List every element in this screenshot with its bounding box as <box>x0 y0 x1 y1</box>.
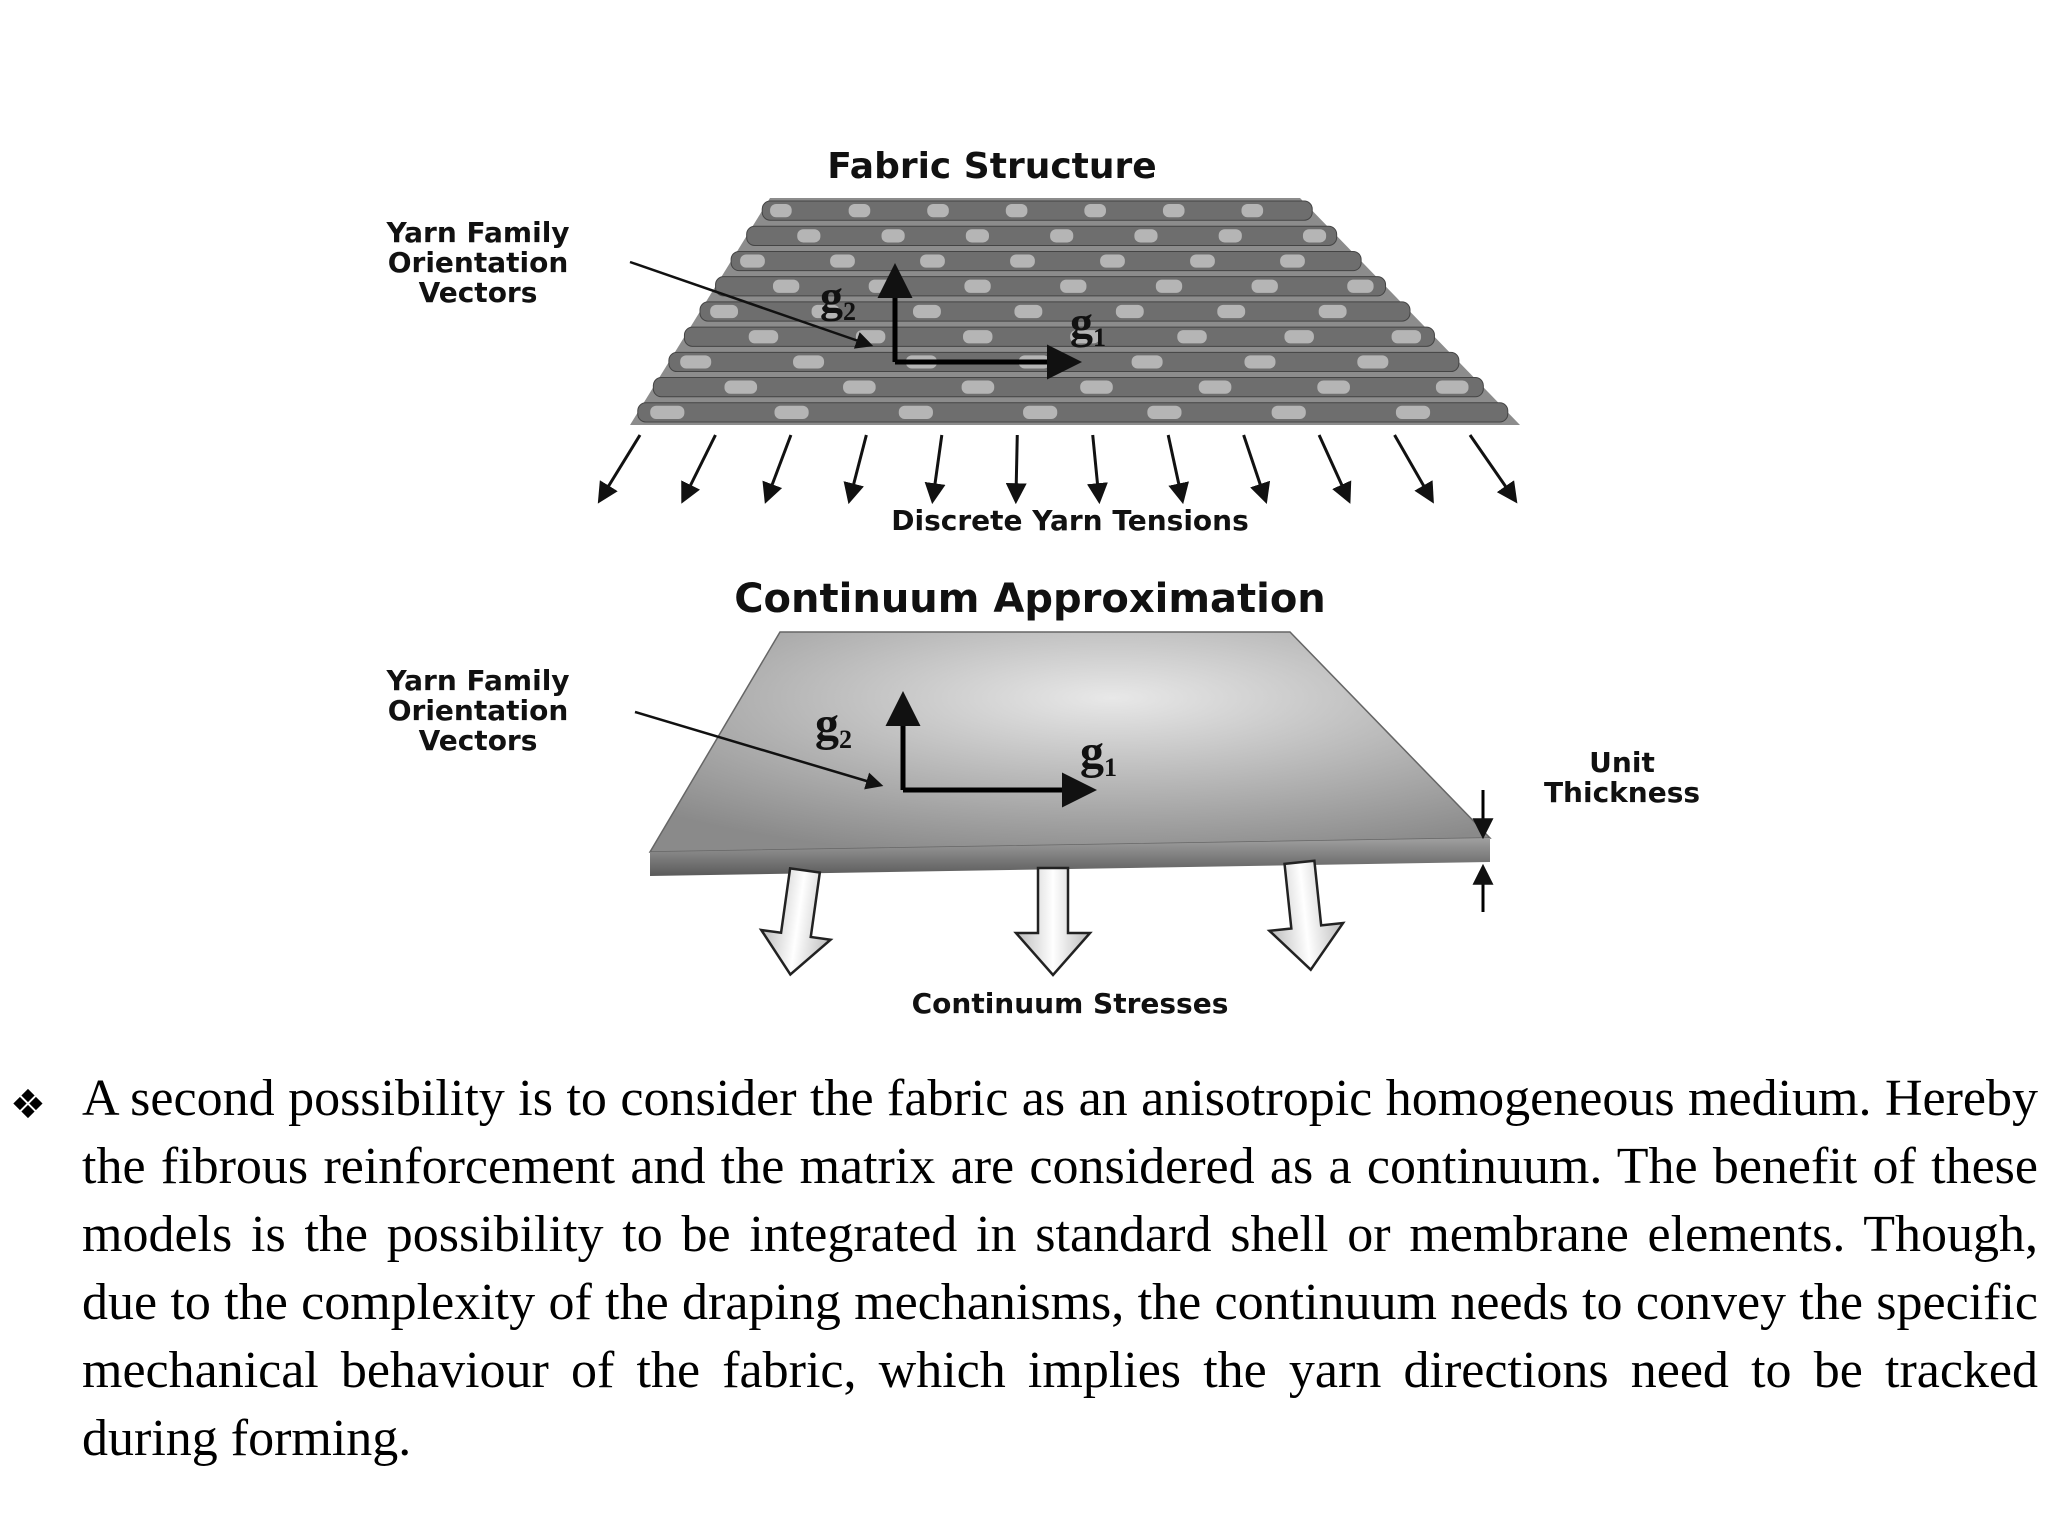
discrete-tension-arrows <box>597 434 1518 505</box>
bottom-vectors-label-line3: Vectors <box>419 724 538 757</box>
paragraph-text: A second possibility is to consider the … <box>82 1070 2038 1467</box>
top-vectors-label-line3: Vectors <box>419 276 538 309</box>
bottom-g-vectors <box>885 691 1097 808</box>
diamond-bullet-icon: ❖ <box>10 1082 46 1128</box>
top-vectors-label-line1: Yarn Family <box>385 216 569 249</box>
top-g2-symbol: g2 <box>820 271 856 326</box>
continuum-stress-arrows <box>758 859 1346 977</box>
top-g-vectors <box>877 263 1082 380</box>
top-vectors-label-line2: Orientation <box>388 246 569 279</box>
bottom-vectors-label-line1: Yarn Family <box>385 664 569 697</box>
top-g1-symbol: g1 <box>1070 297 1106 352</box>
bottom-vectors-label-line2: Orientation <box>388 694 569 727</box>
top-vectors-pointer <box>629 260 874 349</box>
bottom-vectors-pointer <box>634 710 884 790</box>
fabric-figure: Fabric Structure Yarn Family Orientation… <box>385 146 1700 1020</box>
continuum-stresses-label: Continuum Stresses <box>912 987 1229 1020</box>
bullet-paragraph: ❖ A second possibility is to consider th… <box>0 1065 2048 1505</box>
unit-thickness-label-line2: Thickness <box>1544 776 1700 809</box>
bottom-g1-symbol: g1 <box>1080 726 1117 782</box>
discrete-yarn-tensions-label: Discrete Yarn Tensions <box>891 504 1249 537</box>
bottom-g2-symbol: g2 <box>815 698 852 754</box>
continuum-plate-icon <box>648 631 1492 876</box>
fabric-structure-title: Fabric Structure <box>827 146 1156 187</box>
continuum-approximation-title: Continuum Approximation <box>734 576 1326 622</box>
unit-thickness-label-line1: Unit <box>1589 746 1655 779</box>
